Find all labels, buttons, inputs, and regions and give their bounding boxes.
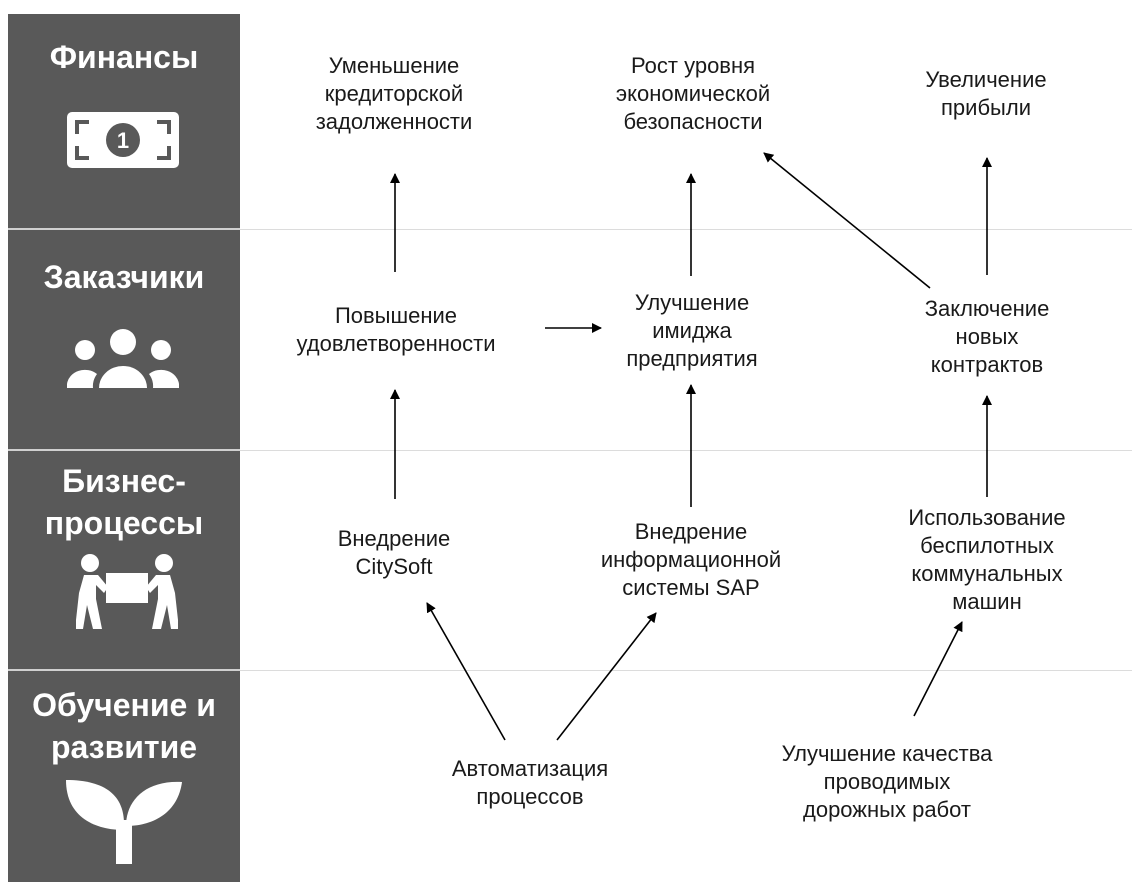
goal-contracts: Заключение новых контрактов (924, 296, 1050, 377)
arrow-road-to-drones (913, 621, 963, 717)
row-divider (8, 450, 1132, 451)
goal-reduce-debt: Уменьшение кредиторской задолженности (315, 53, 473, 134)
goal-image: Улучшение имиджа предприятия (626, 290, 758, 371)
row-divider (8, 670, 1132, 671)
arrow-automation-to-sap (556, 612, 657, 741)
goal-road-quality: Улучшение качества проводимых дорожных р… (781, 741, 993, 822)
row-divider (8, 229, 1132, 230)
goal-satisfaction: Повышение удовлетворенности (296, 303, 496, 356)
goal-automation: Автоматизация процессов (451, 756, 609, 809)
category-finance-label: Финансы (49, 39, 199, 75)
arrow-contracts-to-security (763, 152, 931, 289)
users-group-icon (67, 329, 179, 388)
goal-profit: Увеличение прибыли (925, 67, 1047, 120)
category-learning-label: Обучение и развитие (32, 687, 216, 765)
money-bill-icon: 1 (67, 112, 179, 168)
svg-text:1: 1 (117, 128, 129, 153)
sidebar-divider (8, 228, 240, 230)
sidebar-divider (8, 449, 240, 451)
category-processes-label: Бизнес- процессы (44, 463, 204, 541)
goal-econ-security: Рост уровня экономической безопасности (615, 53, 771, 134)
goal-sap: Внедрение информационной системы SAP (600, 519, 782, 600)
arrow-automation-to-citysoft (426, 602, 506, 741)
sidebar-divider (8, 669, 240, 671)
goal-citysoft: Внедрение CitySoft (337, 526, 451, 579)
sprout-icon (66, 780, 182, 864)
goal-drones: Использование беспилотных коммунальных м… (908, 505, 1066, 614)
category-customers-label: Заказчики (43, 259, 205, 295)
people-carrying-box-icon (76, 554, 178, 629)
